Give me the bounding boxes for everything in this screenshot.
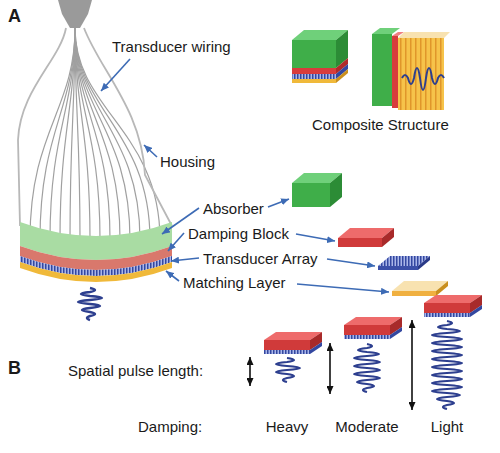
panel-letter: A [8, 6, 21, 26]
cable-connector [58, 0, 92, 28]
absorber-part [292, 173, 342, 207]
matching-part [392, 281, 448, 296]
emitted-pulse [78, 288, 102, 320]
part-label: Transducer wiring [112, 38, 231, 55]
part-label: Transducer Array [203, 250, 318, 267]
heavy-damping-stack [264, 332, 322, 382]
composite-stack [292, 30, 348, 83]
part-label: Matching Layer [183, 274, 286, 291]
damping-part [338, 228, 394, 247]
panel-letter: B [8, 358, 21, 378]
matching-layer [20, 262, 172, 282]
damping-level: Moderate [335, 418, 398, 435]
moderate-damping-stack [344, 317, 402, 392]
composite-block [372, 28, 450, 110]
part-label: Housing [160, 153, 215, 170]
damping-level: Heavy [266, 418, 309, 435]
pulse-length-arrows [250, 320, 412, 410]
part-label: Absorber [203, 200, 264, 217]
axis-label: Damping: [138, 418, 202, 435]
leader-arrows [101, 59, 389, 292]
layer-stack [20, 222, 172, 282]
transducer-wires [30, 28, 160, 240]
light-damping-stack [424, 295, 482, 409]
part-label: Damping Block [188, 225, 289, 242]
axis-label: Spatial pulse length: [68, 362, 203, 379]
array-part [378, 256, 430, 270]
part-label: Composite Structure [312, 116, 449, 133]
housing-outline [18, 28, 172, 226]
damping-level: Light [431, 418, 464, 435]
